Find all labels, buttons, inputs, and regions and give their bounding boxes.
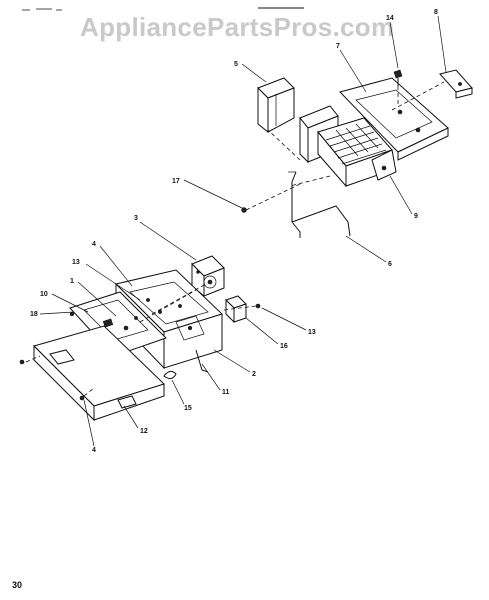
- callout-6: 6: [388, 261, 392, 268]
- part-8-bracket: [439, 69, 473, 99]
- callout-8: 8: [434, 9, 438, 16]
- callout-9: 9: [414, 213, 418, 220]
- callout-13: 13: [72, 259, 80, 266]
- callout-16: 16: [280, 343, 288, 350]
- callout-4-lower: 4: [92, 447, 96, 454]
- callout-12: 12: [140, 428, 148, 435]
- dashed-guide: [289, 175, 331, 187]
- callout-2: 2: [252, 371, 256, 378]
- part-11-tab: [195, 349, 209, 373]
- callout-5: 5: [234, 61, 238, 68]
- part-5-cover: [257, 77, 295, 134]
- callout-10: 10: [40, 291, 48, 298]
- scan-artifact: [22, 8, 62, 11]
- part-9-ice-maker: [299, 105, 397, 188]
- part-17-screw: [241, 207, 247, 213]
- callout-14: 14: [386, 15, 394, 22]
- dashed-guide: [391, 81, 445, 111]
- callout-17: 17: [172, 178, 180, 185]
- part-13-screw: [255, 303, 261, 309]
- part-7-mounting-plate: [339, 77, 449, 161]
- callout-13-right: 13: [308, 329, 316, 336]
- part-14-screw: [393, 69, 403, 86]
- callout-3: 3: [134, 215, 138, 222]
- callout-18: 18: [30, 311, 38, 318]
- dashed-guide: [267, 129, 301, 161]
- part-6-wire-arm: [291, 171, 351, 238]
- page-number: 30: [12, 580, 23, 590]
- screw: [69, 311, 75, 317]
- dashed-guide: [151, 283, 207, 315]
- dashed-guide: [83, 387, 95, 397]
- screw: [19, 359, 25, 365]
- dashed-guide: [25, 355, 41, 363]
- callout-1: 1: [70, 278, 74, 285]
- callout-7: 7: [336, 43, 340, 50]
- screw: [79, 395, 85, 401]
- part-15-clip: [163, 370, 177, 380]
- callout-15: 15: [184, 405, 192, 412]
- dashed-guide: [245, 183, 301, 211]
- leader-lines: [39, 15, 447, 447]
- callout-11: 11: [222, 389, 230, 396]
- part-16-block: [225, 295, 247, 324]
- watermark: AppliancePartsPros.com: [80, 12, 395, 42]
- part-12-cover: [33, 325, 165, 422]
- callout-4: 4: [92, 241, 96, 248]
- dashed-guide: [139, 289, 197, 323]
- dashed-guide: [223, 305, 257, 311]
